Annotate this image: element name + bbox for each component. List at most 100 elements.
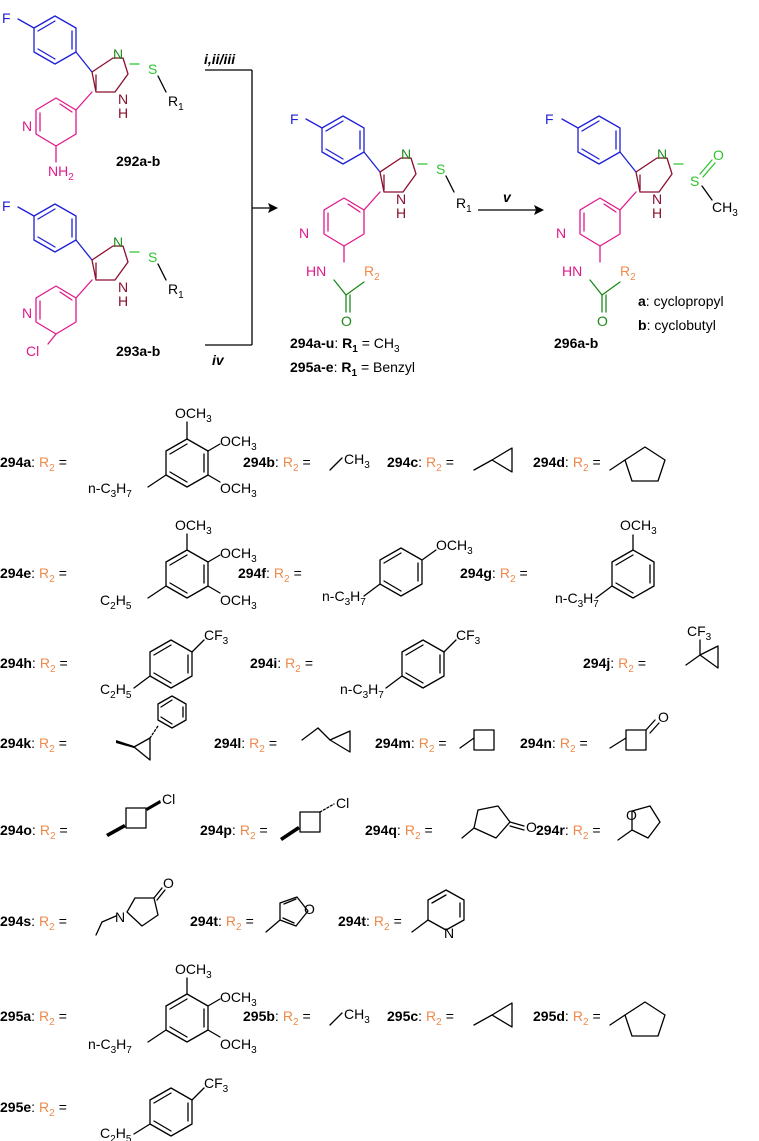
entry-label-294h: 294h:R2= <box>0 655 68 675</box>
entry-label-294n: 294n:R2= <box>520 735 588 755</box>
compound-292-label: 292a-b <box>116 153 160 169</box>
entry-label-294f: 294f:R2= <box>238 565 302 585</box>
ch3-label: CH3 <box>344 451 370 471</box>
ome-label: OCH3 <box>220 592 257 612</box>
entry-label-295e: 295e:R2= <box>0 1099 67 1119</box>
fluorine-label: F <box>2 10 11 26</box>
ome-label: OCH3 <box>220 433 257 453</box>
sulfur-label: S <box>148 61 157 77</box>
entry-label-294o: 294o:R2= <box>0 822 68 842</box>
definition-b: b: cyclobutyl <box>638 317 716 333</box>
h-label: H <box>118 105 128 121</box>
pyridine-n-label: N <box>22 118 32 134</box>
pyridine-n-label: N <box>444 925 454 941</box>
hn-label: HN <box>562 263 582 279</box>
propyl-label: n-C3H7 <box>88 1036 132 1056</box>
reagents-iv: iv <box>212 352 225 368</box>
compound-295-label: 295a-e: R1 = Benzyl <box>290 359 415 379</box>
fluorine-label: F <box>2 198 11 214</box>
cl-label: Cl <box>26 343 39 359</box>
substituent-294r: O <box>617 805 661 841</box>
cl-label: Cl <box>162 791 175 807</box>
substituent-295b: CH3 <box>329 1006 370 1026</box>
compound-294-label: 294a-u: R1 = CH3 <box>290 335 400 355</box>
substituent-294g: OCH3 n-C3H7 <box>555 517 657 610</box>
ome-label: OCH3 <box>220 989 257 1009</box>
n-label: N <box>113 46 123 62</box>
entry-label-294j: 294j:R2= <box>583 655 646 675</box>
ome-label: OCH3 <box>620 517 657 537</box>
substituent-294a: OCH3 OCH3 OCH3 n-C3H7 <box>88 405 257 500</box>
cf3-label: CF3 <box>204 1075 229 1095</box>
substituent-295d <box>609 1001 666 1037</box>
compound-294-295: F N N H S R1 N HN O R2 294a-u: R1 = CH3 … <box>290 111 472 379</box>
substituent-294t-pyridine: N <box>411 889 465 941</box>
entry-label-294q: 294q:R2= <box>365 822 433 842</box>
entry-label-294r: 294r:R2= <box>536 822 601 842</box>
cf3-label: CF3 <box>204 627 229 647</box>
ethyl-label: C2H5 <box>100 592 132 612</box>
substituent-294c <box>473 447 513 473</box>
reagents-i-ii-iii: i,ii/iii <box>204 51 236 67</box>
fluorine-label: F <box>545 111 554 127</box>
ethyl-label: C2H5 <box>100 1125 132 1141</box>
substituent-294p: Cl <box>280 795 349 841</box>
furan-o-label: O <box>304 901 315 917</box>
substituent-294f: OCH3 n-C3H7 <box>322 537 473 608</box>
n-label: N <box>401 146 411 162</box>
ome-label: OCH3 <box>175 517 212 537</box>
ketone-o-label: O <box>658 709 669 725</box>
ether-o-label: O <box>626 807 637 823</box>
h-label: H <box>396 205 406 221</box>
r2-label: R2 <box>364 263 380 283</box>
compound-296-label: 296a-b <box>554 335 598 351</box>
ome-label: OCH3 <box>175 961 212 981</box>
r1-label: R1 <box>456 195 472 215</box>
cf3-label: CF3 <box>456 627 481 647</box>
nh-label: N <box>118 279 128 295</box>
cf3-label: CF3 <box>687 623 712 643</box>
reaction-arrow-step-v: v <box>478 189 544 215</box>
substituent-294m <box>459 729 495 751</box>
carbonyl-o-label: O <box>597 313 608 329</box>
substituent-295c <box>473 1002 513 1028</box>
h-label: H <box>118 293 128 309</box>
sulfoxide-o-label: O <box>713 147 724 163</box>
pyridine-n-label: N <box>556 225 566 241</box>
substituent-294b: CH3 <box>329 451 370 471</box>
n-label: N <box>657 146 667 162</box>
ketone-o-label: O <box>526 819 537 835</box>
ome-label: OCH3 <box>220 1036 257 1056</box>
entry-label-294b: 294b:R2= <box>243 454 311 474</box>
substituent-295e: CF3 C2H5 <box>100 1075 229 1141</box>
entry-label-294l: 294l:R2= <box>214 735 277 755</box>
entry-label-294t: 294t:R2= <box>190 913 254 933</box>
cl-label: Cl <box>336 795 349 811</box>
pyridine-n-label: N <box>299 225 309 241</box>
fluorine-label: F <box>290 111 299 127</box>
entry-label-294g: 294g:R2= <box>460 565 528 585</box>
ch3-label: CH3 <box>712 199 738 219</box>
sulfoxide-s-label: S <box>690 173 699 189</box>
r1-label: R1 <box>168 93 184 113</box>
ethyl-label: C2H5 <box>100 681 132 701</box>
compound-296: F N N H S O CH3 N HN O R2 a: cyclopropyl… <box>545 111 738 351</box>
pyridine-n-label: N <box>22 305 32 321</box>
propyl-label: n-C3H7 <box>555 590 599 610</box>
substituent-294o: Cl <box>106 791 175 837</box>
propyl-label: n-C3H7 <box>340 681 384 701</box>
carbonyl-o-label: O <box>341 313 352 329</box>
substituent-294q: O <box>461 805 537 839</box>
n-label: N <box>113 234 123 250</box>
ch3-label: CH3 <box>344 1006 370 1026</box>
nh-label: N <box>396 191 406 207</box>
substituent-294t-furan: O <box>265 896 315 933</box>
ome-label: OCH3 <box>175 405 212 425</box>
ome-label: OCH3 <box>220 545 257 565</box>
substituent-294i: CF3 n-C3H7 <box>340 627 481 701</box>
entry-label-295b: 295b:R2= <box>243 1008 311 1028</box>
substituent-294j: CF3 <box>685 623 719 669</box>
reagent-v: v <box>503 189 512 205</box>
substituent-structures: OCH3 OCH3 OCH3 n-C3H7 CH3 <box>88 405 719 1141</box>
